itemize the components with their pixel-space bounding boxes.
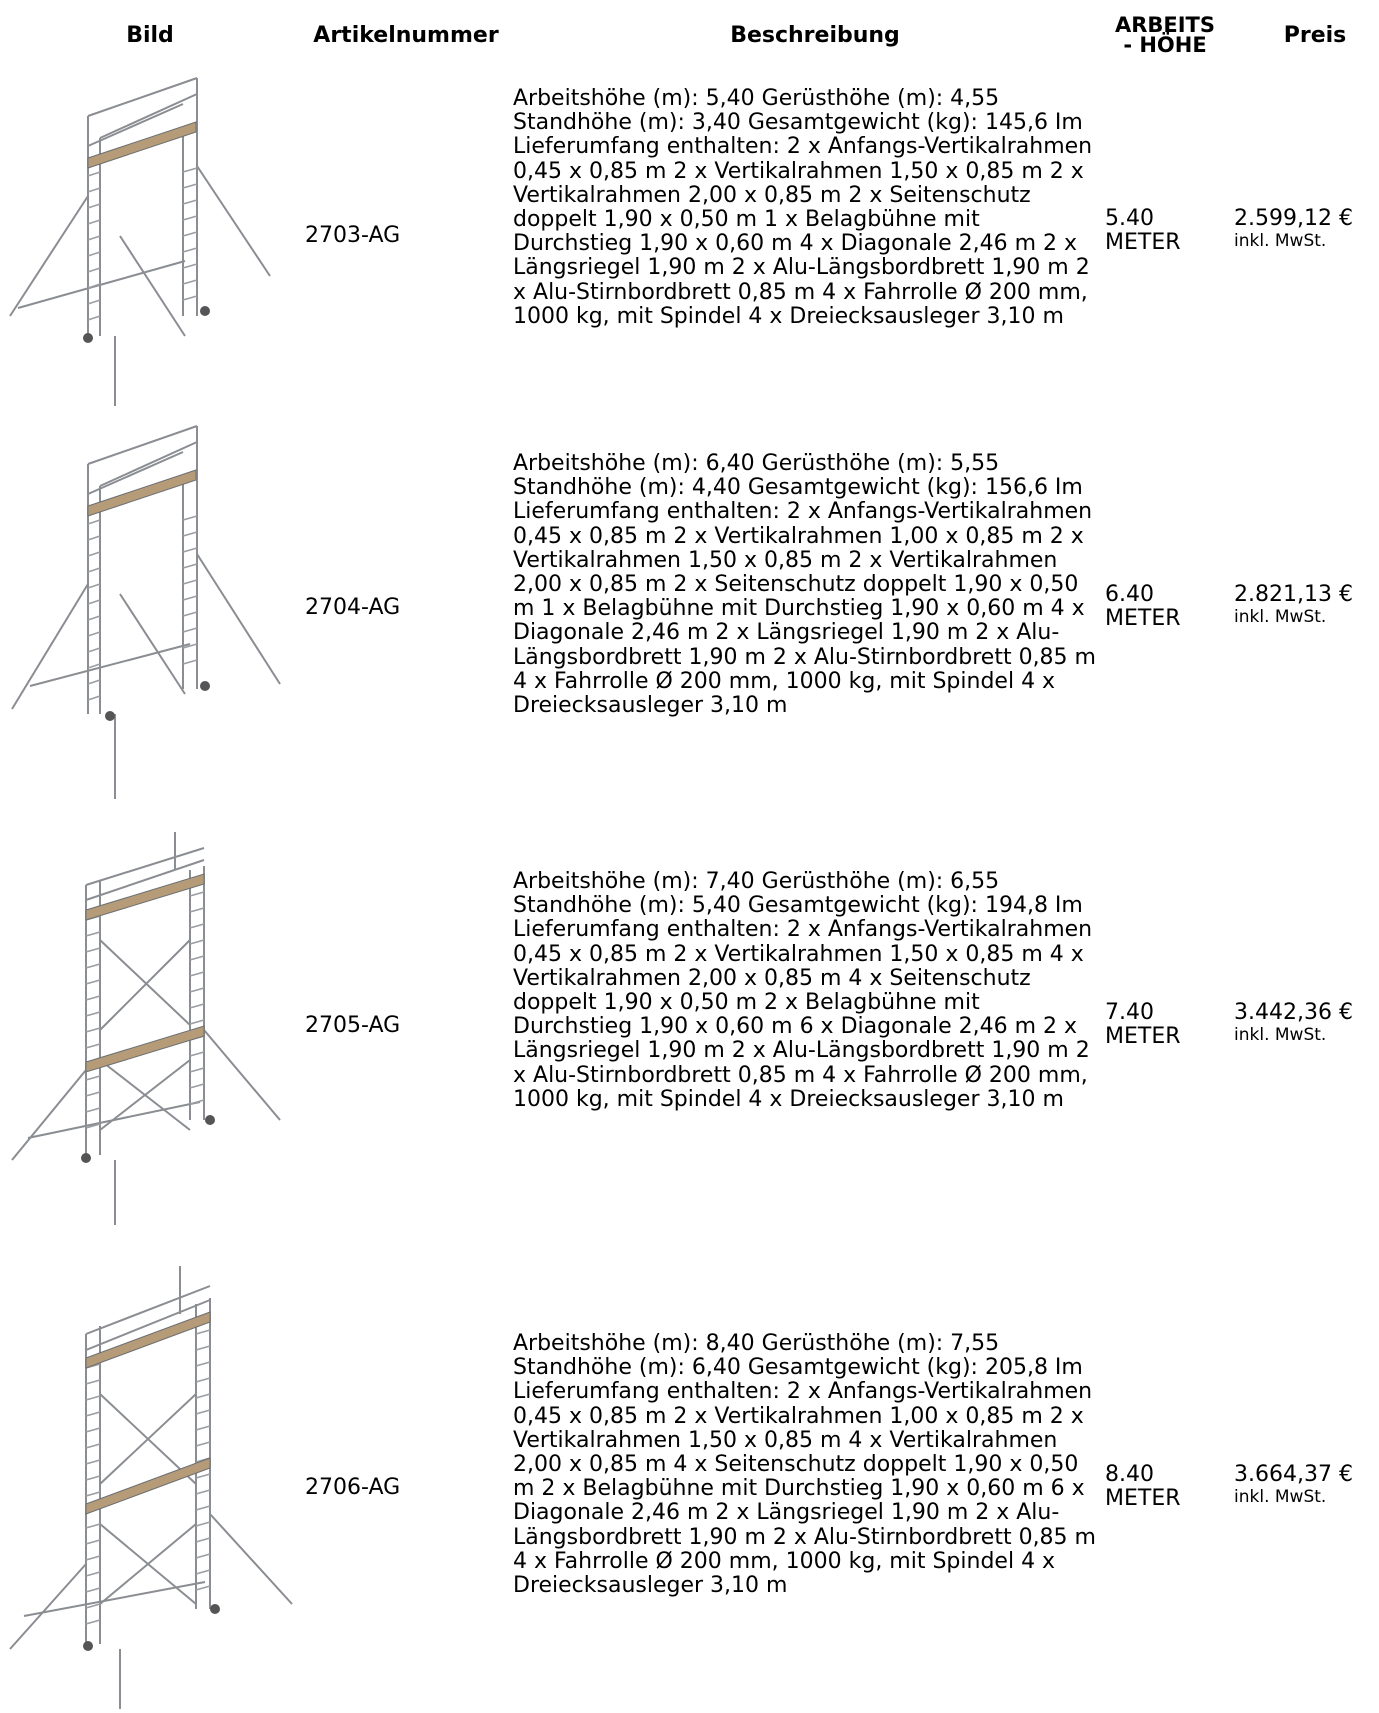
scaffold-tower-image: [0, 76, 300, 406]
header-artikelnummer: Artikelnummer: [313, 22, 499, 48]
description: Arbeitshöhe (m): 8,40 Gerüsthöhe (m): 7,…: [513, 1331, 1096, 1599]
height-unit: METER: [1105, 230, 1181, 255]
height-value: 6.40: [1105, 582, 1154, 607]
header-preis: Preis: [1283, 22, 1347, 48]
height-value: 8.40: [1105, 1462, 1154, 1487]
price: 2.599,12 €: [1234, 206, 1353, 231]
description: Arbeitshöhe (m): 5,40 Gerüsthöhe (m): 4,…: [513, 86, 1093, 329]
description: Arbeitshöhe (m): 6,40 Gerüsthöhe (m): 5,…: [513, 451, 1096, 719]
working-height: 8.40 METER: [1105, 1463, 1181, 1511]
article-number: 2704-AG: [305, 595, 401, 620]
height-unit: METER: [1105, 1024, 1181, 1049]
price-cell: 3.664,37 € inkl. MwSt.: [1234, 1462, 1353, 1508]
height-value: 5.40: [1105, 206, 1154, 231]
scaffold-tower-image: [0, 424, 300, 804]
height-unit: METER: [1105, 606, 1181, 631]
tax-note: inkl. MwSt.: [1234, 231, 1327, 251]
article-number: 2705-AG: [305, 1013, 401, 1038]
header-arbeitshoehe-line2: - HÖHE: [1123, 33, 1207, 57]
price: 3.664,37 €: [1234, 1462, 1353, 1487]
description: Arbeitshöhe (m): 7,40 Gerüsthöhe (m): 6,…: [513, 869, 1093, 1112]
header-arbeitshoehe-line1: ARBEITS: [1114, 13, 1216, 37]
working-height: 6.40 METER: [1105, 583, 1181, 631]
working-height: 7.40 METER: [1105, 1001, 1181, 1049]
header-beschreibung: Beschreibung: [730, 22, 900, 48]
working-height: 5.40 METER: [1105, 207, 1181, 255]
price: 2.821,13 €: [1234, 582, 1353, 607]
scaffold-tower-image: [0, 830, 300, 1230]
price: 3.442,36 €: [1234, 1000, 1353, 1025]
article-number: 2703-AG: [305, 223, 401, 248]
header-arbeitshoehe: ARBEITS - HÖHE: [1100, 0, 1230, 70]
tax-note: inkl. MwSt.: [1234, 607, 1327, 627]
height-value: 7.40: [1105, 1000, 1154, 1025]
price-cell: 2.821,13 € inkl. MwSt.: [1234, 582, 1353, 628]
article-number: 2706-AG: [305, 1475, 401, 1500]
price-cell: 2.599,12 € inkl. MwSt.: [1234, 206, 1353, 252]
tax-note: inkl. MwSt.: [1234, 1025, 1327, 1045]
tax-note: inkl. MwSt.: [1234, 1487, 1327, 1507]
price-cell: 3.442,36 € inkl. MwSt.: [1234, 1000, 1353, 1046]
scaffold-tower-image: [0, 1264, 300, 1712]
height-unit: METER: [1105, 1486, 1181, 1511]
header-bild: Bild: [126, 22, 174, 48]
